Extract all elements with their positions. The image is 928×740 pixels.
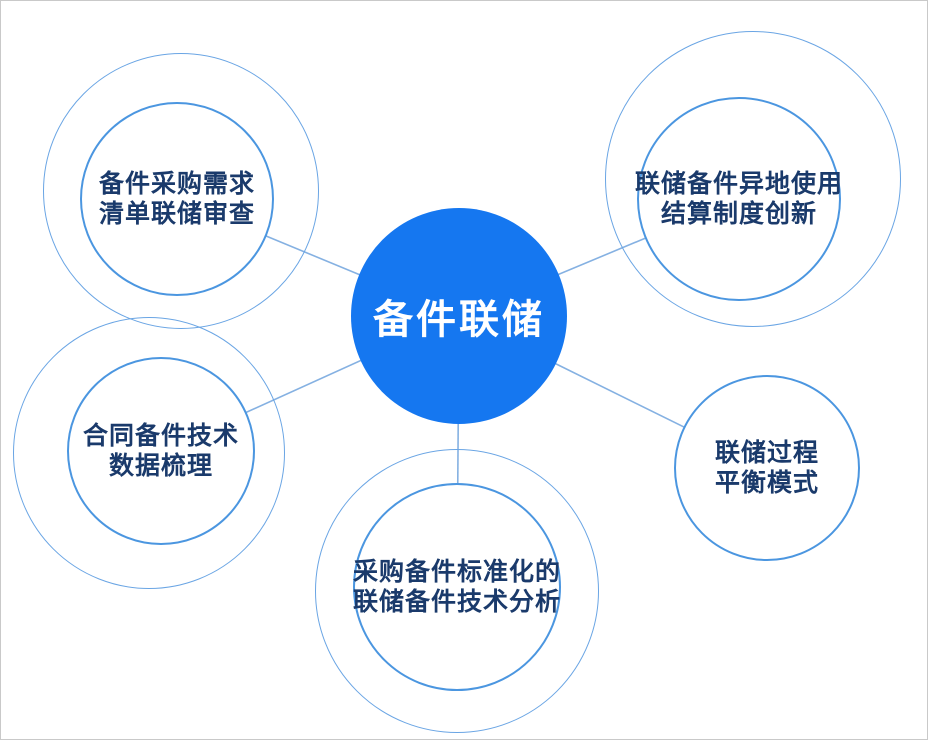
node-label-line1: 联储备件异地使用 <box>635 170 844 198</box>
node-label-line2: 联储备件技术分析 <box>353 588 562 616</box>
node-contract-data: 合同备件技术 数据梳理 <box>67 357 255 545</box>
node-label-offsite-settlement: 联储备件异地使用 结算制度创新 <box>635 169 843 229</box>
node-label-line2: 结算制度创新 <box>661 200 818 228</box>
node-balance-mode: 联储过程 平衡模式 <box>674 375 860 561</box>
node-label-line1: 采购备件标准化的 <box>353 558 562 586</box>
outer-ring-standardization-analysis <box>315 449 599 733</box>
node-label-line1: 联储过程 <box>714 439 819 467</box>
node-label-line2: 数据梳理 <box>108 452 213 480</box>
center-node: 备件联储 <box>351 208 567 424</box>
node-label-line2: 清单联储审查 <box>98 200 255 228</box>
node-purchase-demand-review: 备件采购需求 清单联储审查 <box>80 102 274 296</box>
outer-ring-contract-data <box>13 317 285 589</box>
node-label-line1: 合同备件技术 <box>82 422 239 450</box>
outer-ring-offsite-settlement <box>605 31 901 327</box>
node-label-contract-data: 合同备件技术 数据梳理 <box>83 421 239 481</box>
center-label: 备件联储 <box>373 298 545 342</box>
node-label-line2: 平衡模式 <box>714 469 819 497</box>
node-label-standardization-analysis: 采购备件标准化的 联储备件技术分析 <box>353 557 561 617</box>
node-label-balance-mode: 联储过程 平衡模式 <box>715 438 819 498</box>
node-label-line1: 备件采购需求 <box>98 170 255 198</box>
node-label-purchase-demand-review: 备件采购需求 清单联储审查 <box>99 169 255 229</box>
node-standardization-analysis: 采购备件标准化的 联储备件技术分析 <box>353 483 561 691</box>
node-offsite-settlement: 联储备件异地使用 结算制度创新 <box>635 97 843 301</box>
